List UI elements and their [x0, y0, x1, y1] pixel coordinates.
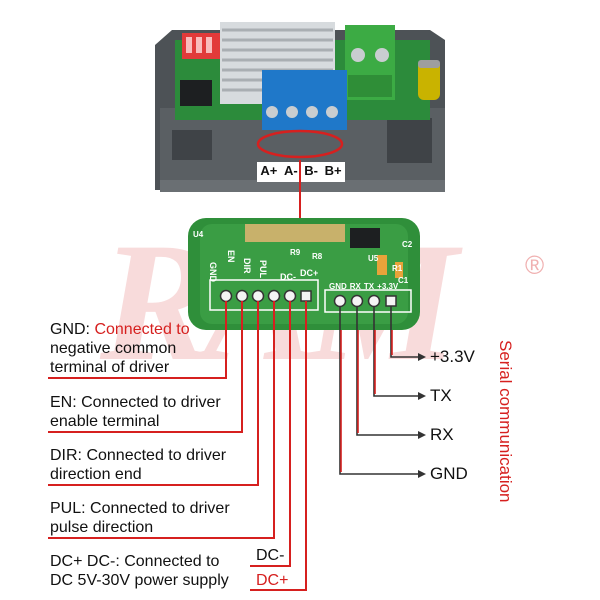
desc-en-line2: enable terminal	[50, 413, 160, 430]
dc-minus-label: DC-	[256, 547, 285, 564]
silk-serial-gnd: GND	[329, 282, 347, 291]
silk-dir: DIR	[242, 258, 252, 274]
pcb-closeup	[188, 218, 420, 330]
serial-communication-title: Serial communication	[496, 340, 515, 503]
silk-en: EN	[226, 250, 236, 263]
desc-gnd: GND: Connected to negative common termin…	[50, 320, 190, 377]
terminal-label-b-minus: B-	[304, 163, 319, 178]
desc-dir: DIR: Connected to driver direction end	[50, 446, 226, 484]
terminal-label-b-plus: B+	[324, 163, 342, 178]
desc-pul-text: Connected to driver	[85, 500, 230, 517]
silk-dc-plus: DC+	[300, 268, 319, 278]
desc-gnd-line3: terminal of driver	[50, 359, 170, 376]
terminal-label-a-plus: A+	[260, 163, 278, 178]
silk-r9: R9	[290, 248, 301, 257]
serial-label-tx: TX	[430, 386, 452, 405]
silk-r1: R1	[392, 264, 403, 273]
serial-label-rx: RX	[430, 425, 454, 444]
desc-pul: PUL: Connected to driver pulse direction	[50, 499, 230, 537]
serial-label-gnd: GND	[430, 464, 468, 483]
desc-dc-key: DC+ DC-:	[50, 553, 120, 570]
pcb-silk-right: GND RX TX +3.3V	[329, 282, 398, 291]
desc-en: EN: Connected to driver enable terminal	[50, 393, 221, 431]
silk-c2: C2	[402, 240, 413, 249]
silk-dc-minus: DC-	[280, 272, 296, 282]
desc-pul-key: PUL:	[50, 500, 86, 517]
left-leader-lines	[48, 301, 307, 591]
desc-en-text: Connected to driver	[76, 394, 221, 411]
desc-dc-text: Connected to	[119, 553, 220, 570]
desc-gnd-line2: negative common	[50, 340, 177, 357]
silk-serial-3v3: +3.3V	[377, 282, 399, 291]
registered-mark: ®	[525, 250, 545, 280]
desc-gnd-key: GND:	[50, 321, 90, 338]
silk-u4: U4	[193, 230, 204, 239]
right-leader-arrows	[418, 353, 426, 478]
desc-dc: DC+ DC-: Connected to DC 5V-30V power su…	[50, 552, 229, 590]
right-leader-lines	[339, 306, 420, 475]
desc-en-key: EN:	[50, 394, 77, 411]
motor-terminal-block	[262, 70, 347, 130]
desc-gnd-text: Connected to	[90, 321, 190, 338]
module-housing	[155, 22, 445, 192]
desc-dir-text: Connected to driver	[82, 447, 227, 464]
desc-dir-line2: direction end	[50, 466, 142, 483]
silk-u5: U5	[368, 254, 379, 263]
desc-pul-line2: pulse direction	[50, 519, 154, 536]
power-terminal-block	[345, 25, 395, 100]
desc-dir-key: DIR:	[50, 447, 82, 464]
silk-gnd: GND	[208, 262, 218, 282]
desc-dc-line2: DC 5V-30V power supply	[50, 572, 229, 589]
terminal-labels: A+ A- B- B+	[257, 163, 345, 178]
silk-pul: PUL	[258, 260, 268, 278]
silk-serial-tx: TX	[363, 282, 375, 291]
terminal-label-a-minus: A-	[283, 163, 298, 178]
silk-serial-rx: RX	[349, 282, 361, 291]
serial-label-3v3: +3.3V	[430, 347, 475, 366]
dc-plus-label: DC+	[256, 572, 289, 589]
silk-c1: C1	[398, 276, 409, 285]
silk-r8: R8	[312, 252, 323, 261]
